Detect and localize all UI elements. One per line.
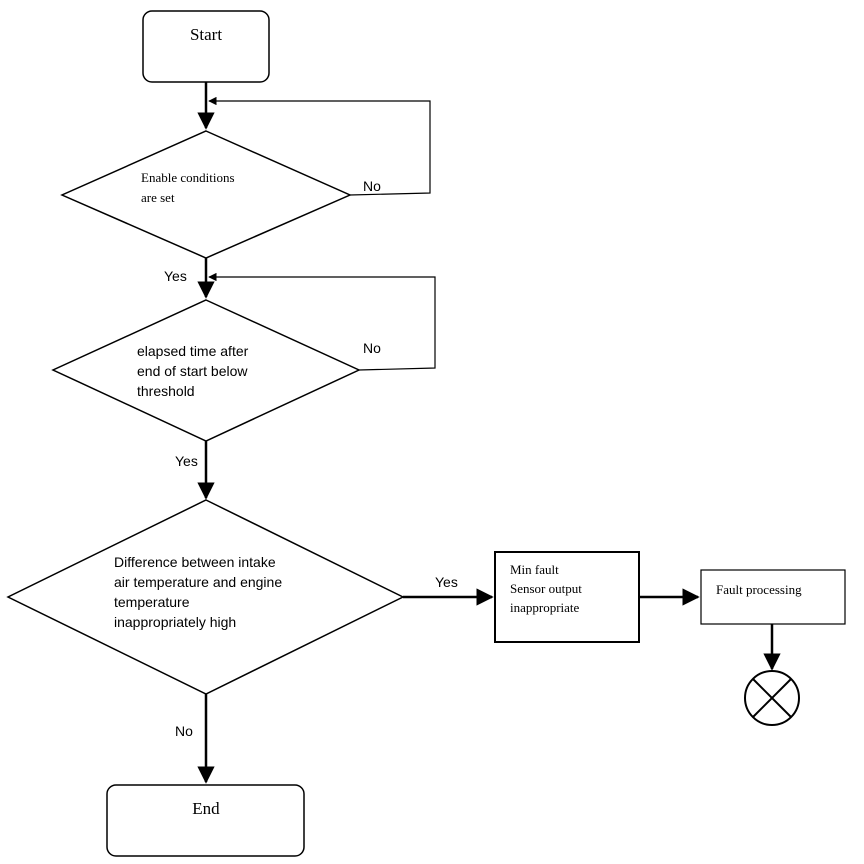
edge-label-difference-yes: Yes	[435, 574, 458, 590]
edge-label-elapsed-yes: Yes	[175, 453, 198, 469]
end-label: End	[192, 799, 220, 818]
edge-enable-no-loop	[208, 96, 431, 196]
process-min-fault: Min fault Sensor output inappropriate	[494, 551, 640, 643]
decision-temperature-difference: Difference between intake air temperatur…	[6, 499, 405, 695]
decision-elapsed-time: elapsed time after end of start below th…	[51, 299, 361, 442]
edge-label-difference-no: No	[175, 723, 193, 739]
start-node: Start	[142, 10, 270, 83]
decision-elapsed-label: elapsed time after end of start below th…	[137, 343, 252, 399]
decision-enable-label: Enable conditions are set	[141, 170, 238, 205]
start-label: Start	[190, 25, 222, 44]
cross-circle-icon	[744, 670, 800, 726]
end-node: End	[106, 784, 305, 857]
decision-difference-label: Difference between intake air temperatur…	[114, 554, 286, 630]
process-fault-processing: Fault processing	[700, 569, 846, 625]
process-min-fault-label: Min fault Sensor output inappropriate	[510, 562, 585, 615]
decision-enable-conditions: Enable conditions are set	[60, 130, 352, 259]
edge-elapsed-no-loop	[208, 272, 436, 371]
edge-label-enable-no: No	[363, 178, 381, 194]
process-fault-processing-label: Fault processing	[716, 582, 802, 597]
edge-label-enable-yes: Yes	[164, 268, 187, 284]
edge-label-elapsed-no: No	[363, 340, 381, 356]
